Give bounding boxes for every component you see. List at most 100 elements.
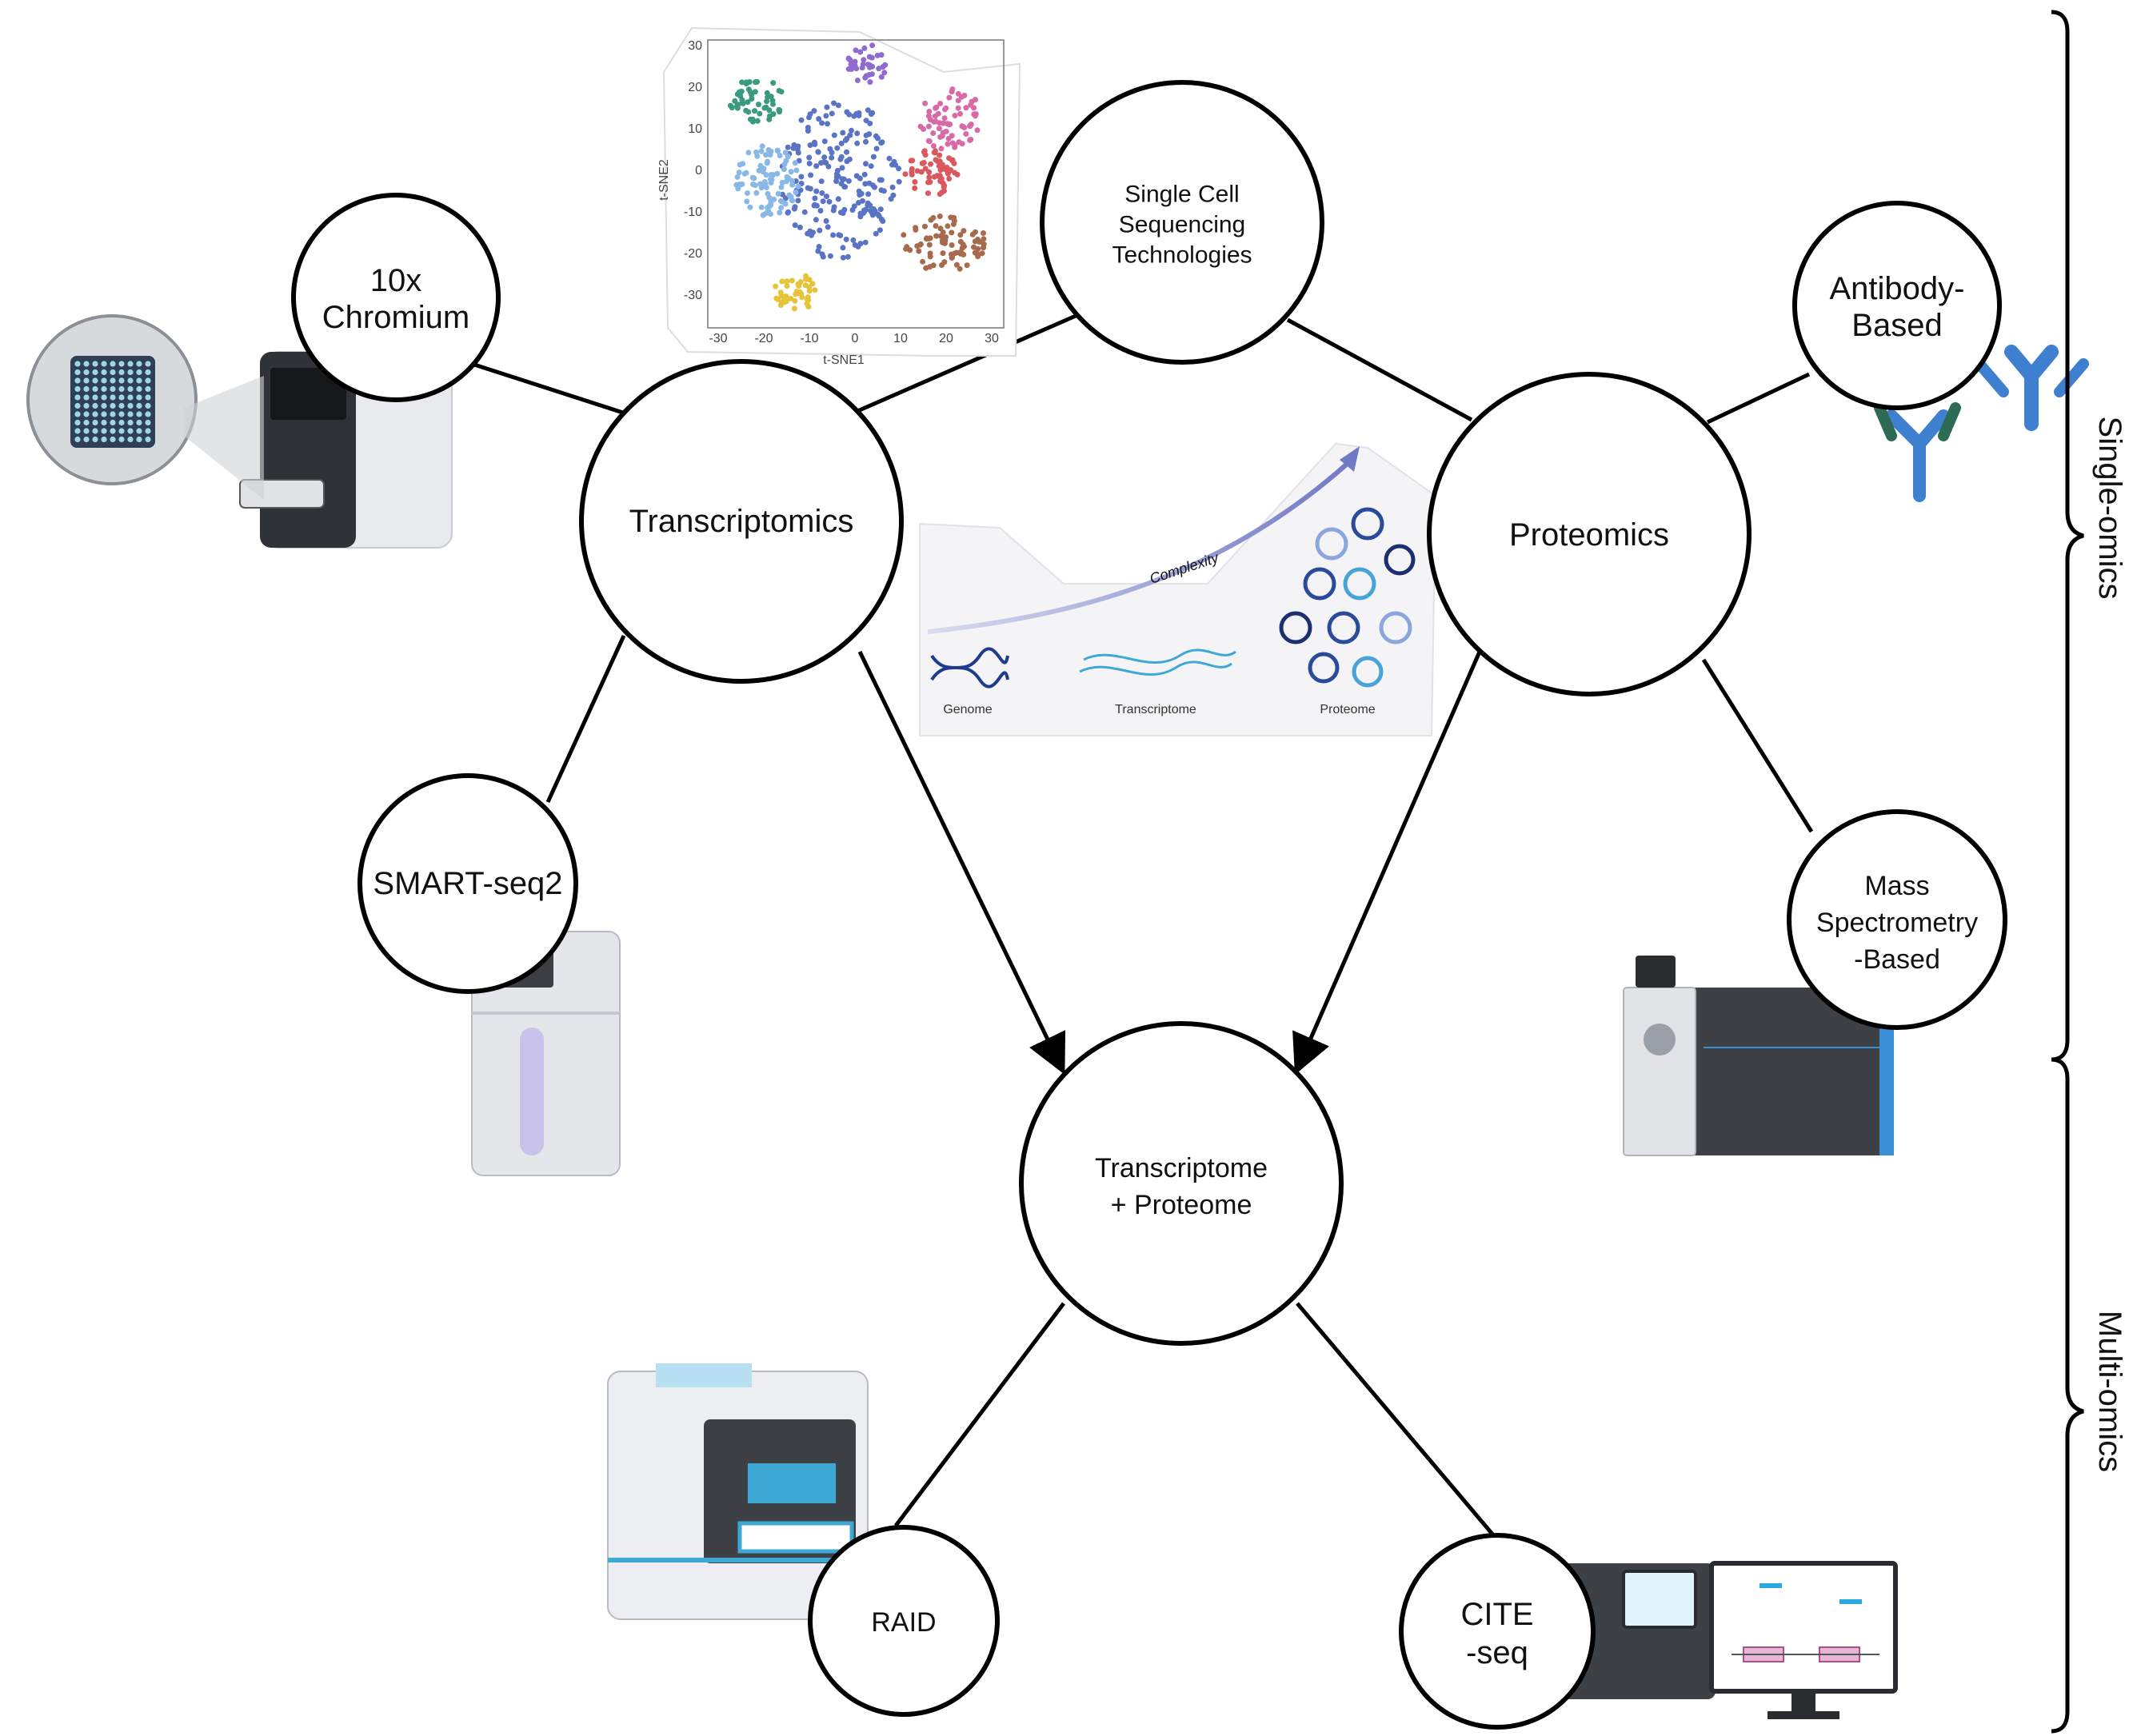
chip-well <box>92 369 98 376</box>
label-line: Spectrometry <box>1816 908 1978 938</box>
tsne-point <box>972 238 978 245</box>
chip-well <box>74 361 81 367</box>
chip-well <box>74 428 81 434</box>
tsne-point <box>781 166 787 173</box>
label-line: Mass <box>1864 871 1929 901</box>
tsne-point <box>834 167 841 174</box>
tsne-point <box>933 223 939 229</box>
label-transcriptomics: Transcriptomics <box>629 504 854 539</box>
tsne-point <box>838 154 845 160</box>
tsne-point <box>736 170 742 176</box>
tsne-point <box>866 180 873 186</box>
tsne-point <box>776 88 782 94</box>
tsne-point <box>813 217 819 223</box>
tsne-point <box>804 301 810 307</box>
tsne-xtick: 20 <box>939 332 953 345</box>
tsne-point <box>944 165 950 170</box>
tsne-point <box>854 140 861 146</box>
chip-well <box>74 402 81 409</box>
tsne-point <box>827 253 833 259</box>
chip-well <box>118 436 125 443</box>
tsne-point <box>816 244 822 249</box>
tsne-point <box>866 54 873 60</box>
tsne-point <box>793 289 800 295</box>
tsne-point <box>873 146 880 152</box>
edge-proteomics-combined <box>1292 650 1482 1076</box>
tsne-point <box>766 107 773 114</box>
tsne-point <box>838 140 845 146</box>
chip-well <box>136 377 142 384</box>
multi-omics-brace: Multi-omics <box>2051 1057 2127 1734</box>
tsne-point <box>933 104 940 110</box>
chip-well <box>118 361 125 367</box>
tsne-point <box>857 241 864 247</box>
tsne-point <box>788 295 794 301</box>
tsne-point <box>793 190 799 195</box>
chip-well <box>83 369 90 376</box>
tsne-point <box>764 98 770 105</box>
tsne-point <box>740 161 746 167</box>
tsne-point <box>957 110 963 117</box>
tsne-point <box>920 258 926 265</box>
label-line: Sequencing <box>1119 212 1245 238</box>
tsne-point <box>869 63 876 70</box>
tsne-point <box>854 78 861 83</box>
tsne-point <box>863 73 869 79</box>
chip-well <box>136 428 142 434</box>
tsne-point <box>917 241 923 248</box>
tsne-point <box>890 192 897 198</box>
tsne-point <box>819 120 825 126</box>
tsne-point <box>865 191 872 198</box>
chip-well <box>92 419 98 426</box>
tsne-point <box>736 182 742 188</box>
tsne-point <box>853 47 859 54</box>
tsne-point <box>757 110 763 117</box>
tsne-point <box>793 167 800 174</box>
chip-well <box>110 411 116 417</box>
tsne-ytick: -20 <box>684 247 702 261</box>
tsne-point <box>831 132 837 138</box>
chip-well <box>101 411 107 417</box>
tsne-point <box>877 177 883 183</box>
tsne-point <box>971 105 977 111</box>
tsne-point <box>867 79 873 86</box>
tsne-point <box>823 217 829 224</box>
tsne-point <box>806 277 813 283</box>
tsne-point <box>973 229 978 235</box>
tsne-point <box>941 182 948 189</box>
edge-transcriptomics-combined <box>857 650 1066 1075</box>
tsne-ytick: 20 <box>688 81 702 94</box>
single-omics-label: Single-omics <box>2092 417 2127 600</box>
tsne-point <box>734 174 741 180</box>
tsne-ytick: 30 <box>688 39 702 53</box>
tsne-point <box>869 71 875 78</box>
tsne-point <box>840 254 846 261</box>
chip-well <box>145 436 151 443</box>
tsne-point <box>756 102 761 108</box>
tsne-point <box>877 206 884 213</box>
tsne-point <box>981 230 986 236</box>
chip-well <box>83 385 90 393</box>
tsne-point <box>971 244 977 250</box>
tsne-point <box>957 232 964 238</box>
tsne-point <box>761 178 768 185</box>
label-proteomics: Proteomics <box>1509 517 1669 553</box>
tsne-ytick: 0 <box>695 164 702 178</box>
chip-well <box>110 361 116 367</box>
tsne-point <box>777 210 783 216</box>
tsne-point <box>812 139 817 146</box>
tsne-point <box>753 190 760 196</box>
tsne-point <box>927 253 933 260</box>
tsne-point <box>862 181 869 187</box>
tsne-point <box>863 132 869 138</box>
tsne-point <box>843 236 849 242</box>
chip-well <box>118 419 125 426</box>
tsne-xlabel: t-SNE1 <box>823 353 865 367</box>
chip-well <box>101 377 107 384</box>
tsne-point <box>739 99 745 105</box>
chip-well <box>92 411 98 417</box>
tsne-point <box>913 226 919 233</box>
tsne-point <box>930 130 937 136</box>
tsne-point <box>801 209 808 215</box>
